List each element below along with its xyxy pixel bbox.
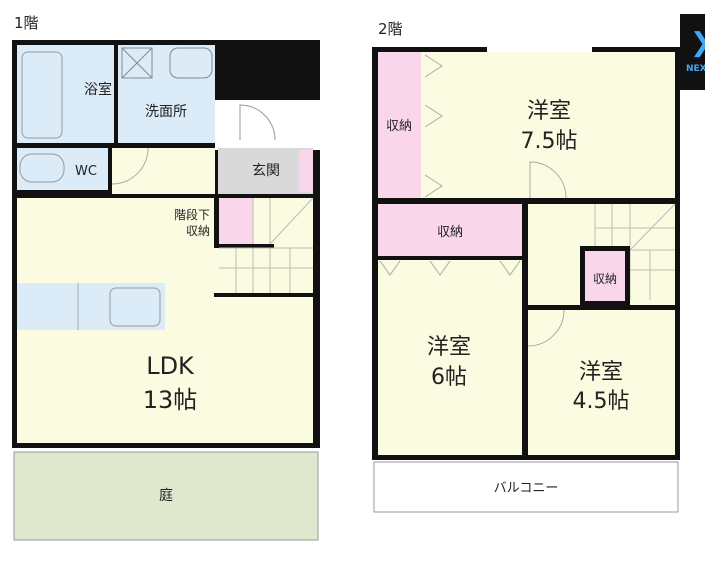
storage-left xyxy=(378,52,421,198)
wall xyxy=(214,196,219,246)
wall xyxy=(214,293,314,297)
hall xyxy=(112,148,215,194)
kitchen-sink-icon xyxy=(109,287,161,327)
under-stair-storage xyxy=(219,198,253,244)
label-storage-small: 収納 xyxy=(593,272,617,286)
label-balcony: バルコニー xyxy=(494,481,559,496)
label-western-6: 洋室 xyxy=(427,335,471,360)
label-bath: 浴室 xyxy=(84,81,112,98)
room-wc xyxy=(17,148,108,190)
outside-gap xyxy=(215,100,320,150)
floor1 xyxy=(12,40,320,541)
sink-icon xyxy=(169,47,213,79)
next-button[interactable]: ❯ NEXT xyxy=(680,14,705,90)
closet-doors xyxy=(424,54,443,198)
label-ldk: LDK xyxy=(146,352,195,380)
label-under-stair-2: 収納 xyxy=(186,224,210,238)
room-washroom xyxy=(118,45,215,143)
floor2 xyxy=(372,47,680,513)
label-storage-mid: 収納 xyxy=(437,225,463,240)
label-western-45-size: 4.5帖 xyxy=(573,389,630,414)
room-bath xyxy=(17,45,114,143)
closet-doors xyxy=(379,260,521,276)
stairs-1f xyxy=(219,197,314,293)
room-western-45 xyxy=(528,310,675,455)
wc-door xyxy=(111,147,149,185)
kitchen-counter xyxy=(17,283,165,330)
label-western-75-size: 7.5帖 xyxy=(521,129,578,154)
label-wc: WC xyxy=(75,164,97,179)
window xyxy=(487,47,592,52)
label-western-75: 洋室 xyxy=(527,99,571,124)
garden xyxy=(13,451,319,541)
room-western-6 xyxy=(378,260,522,455)
shoe-storage xyxy=(299,150,313,192)
label-garden: 庭 xyxy=(159,487,173,504)
label-western-6-size: 6帖 xyxy=(431,365,467,390)
balcony xyxy=(373,461,679,513)
chevron-right-icon: ❯ xyxy=(690,30,705,56)
bathtub-icon xyxy=(21,51,63,139)
storage-mid xyxy=(378,204,522,256)
toilet-icon xyxy=(19,153,65,183)
door-75 xyxy=(529,161,567,199)
washer-cross xyxy=(121,47,153,79)
floor1-title: 1階 xyxy=(14,14,39,32)
label-washroom: 洗面所 xyxy=(145,104,187,120)
label-western-45: 洋室 xyxy=(579,360,623,385)
door-45 xyxy=(527,309,565,347)
label-entrance: 玄関 xyxy=(252,162,280,179)
washer-icon xyxy=(121,47,153,79)
next-label: NEXT xyxy=(686,64,705,74)
label-under-stair-1: 階段下 xyxy=(174,207,210,222)
room-western-75 xyxy=(421,52,675,198)
room-entrance xyxy=(218,148,313,194)
wall xyxy=(214,244,274,248)
label-ldk-size: 13帖 xyxy=(143,386,198,414)
label-storage-left: 収納 xyxy=(386,119,412,134)
floor2-title: 2階 xyxy=(378,20,403,38)
entrance-door xyxy=(239,104,276,141)
storage-small xyxy=(585,251,625,301)
